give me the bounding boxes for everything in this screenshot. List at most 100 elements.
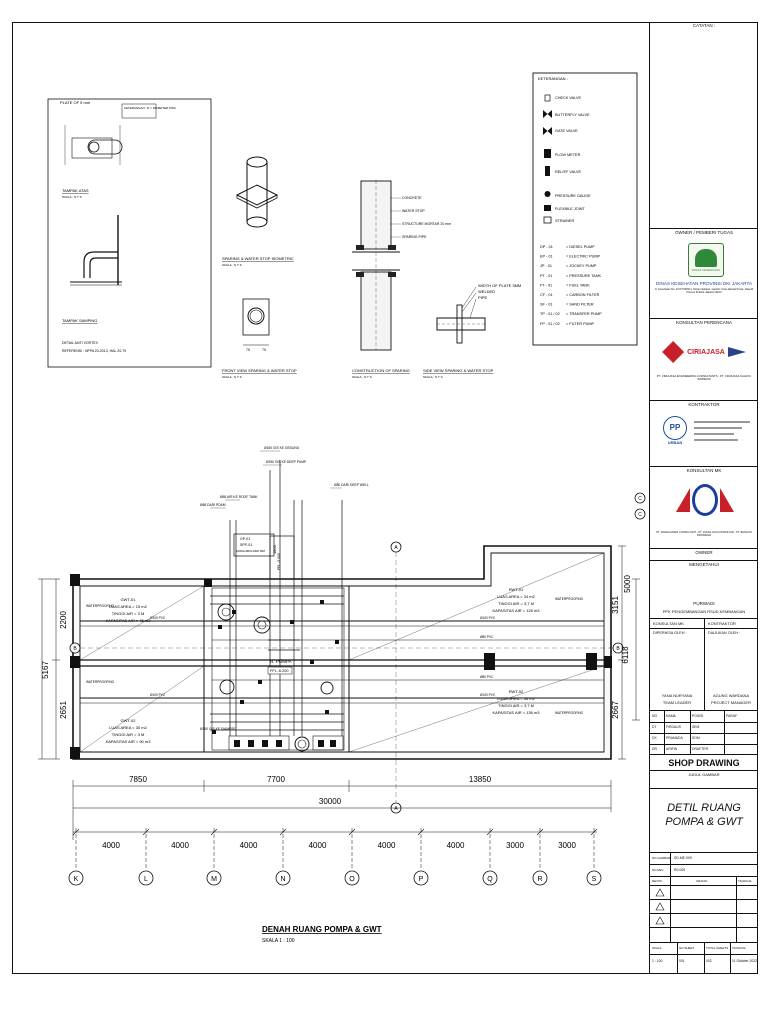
- top-label-3: Ø65 AIR KE ROOF TANK: [220, 495, 258, 499]
- d5-label-3: PIPE: [478, 295, 487, 300]
- gwt1-capacity: KAPASITAS AIR = 45 m3: [106, 618, 152, 623]
- ffl-top: FFL -5.000: [277, 553, 281, 570]
- gwt1-area: LUAS AREA = 15 m2: [109, 604, 147, 609]
- gwt2-capacity: KAPASITAS AIR = 90 m3: [106, 739, 152, 744]
- legend-code-label: = JOCKEY PUMP: [566, 264, 597, 268]
- section-c-top: C: [638, 496, 642, 502]
- plan-scale: SKALA 1 : 100: [262, 938, 295, 944]
- d3-dim-1: 75: [246, 348, 250, 352]
- legend-code-label: = TRANSFER PUMP: [566, 312, 602, 316]
- legend-code: FT - 01: [540, 283, 552, 287]
- grid-bubble: [482, 870, 498, 886]
- grid-tick: [142, 828, 150, 836]
- legend-code: TP - 01 / 02: [540, 312, 560, 316]
- rwt2-area: LUAS AREA = 36 m2: [497, 696, 535, 701]
- d4-title: CONSTRUCTION OF SPARING: [352, 368, 410, 373]
- flow-meter-icon: [544, 149, 551, 158]
- d4-scale: SKALA : N T S: [352, 375, 372, 379]
- grid-label: P: [419, 876, 424, 883]
- konsultan-perencana-section: KONSULTAN PERENCANA CIRIAJASA PT. CIRIAJ…: [650, 318, 758, 400]
- left-dim-2: 5167: [41, 661, 50, 679]
- no-gambar-value: SD-ME-009: [674, 856, 692, 860]
- grid-label: O: [349, 876, 355, 883]
- d3-dim-2: 75: [262, 348, 266, 352]
- d4-label-3: STRUCTURE MORTAR 20 mm: [402, 222, 451, 226]
- grid-label: S: [592, 876, 597, 883]
- top-label-2: Ø150 GIS KE DEEP PUMP: [266, 460, 307, 464]
- top-label-1: Ø150 GIS KE GEDUNG: [264, 446, 300, 450]
- signer-2-name: AGUNG WARDANA: [712, 693, 750, 698]
- kontraktor-section: KONTRAKTOR PP URBAN: [650, 400, 758, 466]
- d4-label-1: CONCRETE: [402, 196, 422, 200]
- owner-address: Jl. Kesehatan No. 10 RT.9/RW.1, Petojo S…: [654, 288, 754, 295]
- detail-anti-vortex: PLATE OF 5 mm KETERANGAN : D = DIAMETER …: [47, 98, 212, 368]
- right-top-dim: 5000: [623, 575, 632, 593]
- d1-note: KETERANGAN : D = DIAMETER PIPA: [124, 106, 176, 110]
- personnel-cell: PRAMADA: [666, 736, 683, 740]
- flexible-joint-icon: [544, 205, 551, 211]
- footer-label: SKALA: [652, 946, 662, 950]
- grid-bubble: [413, 870, 429, 886]
- detail-front-view: 75 75 FRONT VIEW SPARING & WATER STOP SK…: [222, 298, 297, 379]
- legend: KETERANGAN : CHECK VALVE BUTTERFLY VALVE…: [532, 72, 638, 346]
- signer-2-title: PROJECT MANAGER: [711, 700, 751, 705]
- legend-code-label: = FILTER PUMP: [566, 322, 595, 326]
- grid-bubble: [275, 870, 291, 886]
- legend-flow-meter: FLOW METER: [555, 153, 581, 157]
- gwt1-name: GWT-01: [121, 597, 137, 602]
- personnel-cell: CK: [652, 736, 657, 740]
- drawing-title: DETIL RUANG POMPA & GWT: [665, 802, 743, 828]
- grid-tick: [486, 828, 494, 836]
- personnel-cell: FIRDAUS: [666, 725, 681, 729]
- d1-title: TAMPAK ATAS: [62, 188, 89, 193]
- pipe-label-3: Ø100 PVC: [480, 616, 496, 620]
- konsultan-mk-name: PT. DANNA ANADI CONSULTANT - PT. JAKSA J…: [656, 531, 752, 538]
- section-a-top: A: [394, 545, 398, 551]
- legend-code: CF - 01: [540, 293, 553, 297]
- personnel-cell: NAMA: [666, 714, 676, 718]
- legend-gate-valve: GATE VALVE: [555, 129, 578, 133]
- d5-label-1: WIDTH OF PLATE 3MM: [478, 283, 521, 288]
- grid-spacing-label: 4000: [171, 841, 189, 850]
- owner-label: OWNER: [695, 550, 713, 555]
- title-block: CATATAN : OWNER / PEMBERI TUGAS DINAS KE…: [649, 22, 758, 974]
- legend-code: EP - 01: [540, 255, 553, 259]
- mengetahui-label: MENGETAHUI: [689, 562, 719, 567]
- personnel-cell: PARAF: [726, 714, 738, 718]
- pipe-label-1: Ø100 PVC: [150, 616, 166, 620]
- grid-tick: [348, 828, 356, 836]
- grid-label: K: [74, 876, 79, 883]
- ciriajasa-logo: CIRIAJASA: [662, 337, 746, 367]
- grid-label: Q: [487, 876, 493, 883]
- signature-section: KONSULTAN MK KONTRAKTOR DIPERIKSA OLEH :…: [650, 618, 758, 710]
- rwt1-capacity: KAPASITAS AIR = 126 m3: [492, 608, 540, 613]
- gwt2-name: GWT-02: [121, 718, 137, 723]
- right-dim-2: 6118: [621, 646, 630, 664]
- top-label-4: Ø65 DARI PDAM: [200, 503, 226, 507]
- h-dim-2: 7700: [267, 775, 285, 784]
- footer-value: 002: [706, 959, 712, 963]
- legend-code-label: = PRESSURE TANK: [566, 274, 601, 278]
- d1-plate-label: PLATE OF 5 mm: [60, 100, 91, 105]
- konsultan-mk-section: KONSULTAN MK PT. DANNA ANADI CONSULTANT …: [650, 466, 758, 548]
- approver-title: PPK PENGEMBANGAN RSUD KEMBANGAN: [662, 609, 746, 614]
- konsultan-mk-label: KONSULTAN MK: [653, 621, 684, 626]
- d3-scale: SKALA : N T S: [222, 375, 242, 379]
- pp-logo: PP URBAN: [662, 415, 688, 445]
- grid-bubble: [68, 870, 84, 886]
- personnel-cell: DRAFTER: [692, 747, 709, 751]
- d4-label-2: WATER STOP: [402, 209, 425, 213]
- pipe-label-4: Ø100 PVC: [480, 693, 496, 697]
- plan-title: DENAH RUANG POMPA & GWT: [262, 925, 382, 934]
- signer-1-title: TEAM LEADER: [662, 700, 692, 705]
- waterproofing-4: WATERPROOFING: [555, 711, 584, 715]
- detail-sparing-isometric: SPARING & WATER STOP ISOMETRIC SKALA : N…: [222, 156, 294, 267]
- owner-logo: DINAS KESEHATAN: [688, 243, 724, 277]
- d5-title: SIDE VIEW SPARING & WATER STOP: [423, 368, 494, 373]
- rwt1-height: TINGGI AIR = 3,7 M: [498, 601, 534, 606]
- rwt2-capacity: KAPASITAS AIR = 136 m3: [492, 710, 540, 715]
- personnel-cell: DR: [652, 747, 657, 751]
- grid-bubble: [532, 870, 548, 886]
